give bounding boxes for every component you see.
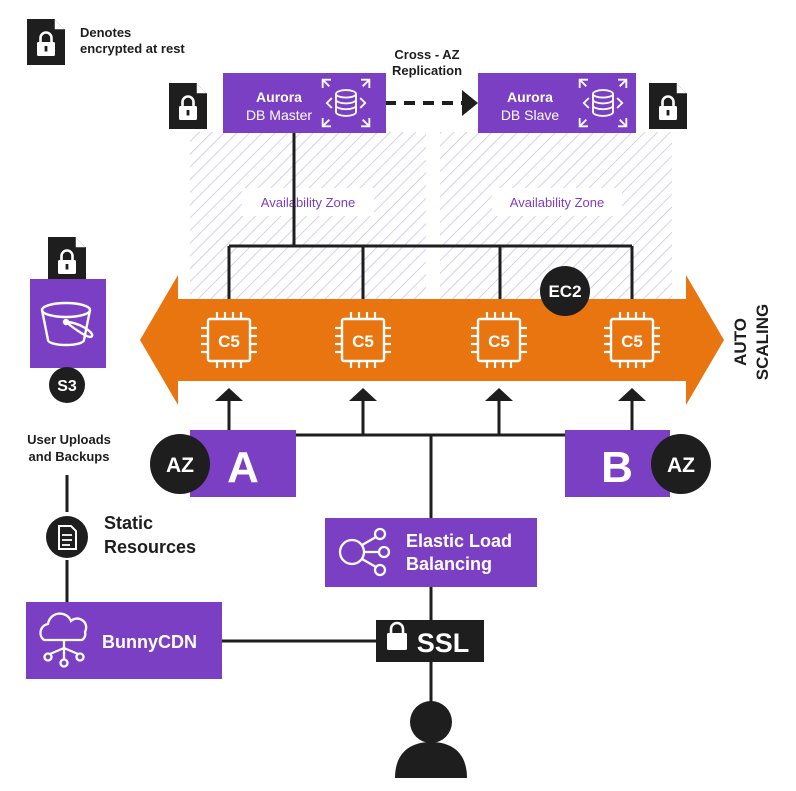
az-b-badge: AZ — [651, 434, 711, 494]
aurora-db-master[interactable]: Aurora DB Master — [223, 73, 386, 133]
db-slave-subtitle: DB Slave — [501, 107, 560, 123]
legend-text-line2: encrypted at rest — [80, 41, 185, 56]
az-a-letter: A — [227, 443, 259, 492]
bunnycdn-label: BunnyCDN — [102, 632, 197, 652]
svg-text:S3: S3 — [57, 378, 77, 395]
load-balancer-icon — [338, 527, 391, 577]
chip-label: C5 — [621, 332, 643, 351]
user-icon — [395, 701, 467, 778]
az-b-letter: B — [601, 443, 633, 492]
chip-label: C5 — [218, 332, 240, 351]
bunnycdn[interactable]: BunnyCDN — [26, 602, 222, 679]
availability-zone-a[interactable]: A — [190, 430, 296, 497]
elb-label-line2: Balancing — [406, 554, 492, 574]
svg-text:AZ: AZ — [667, 454, 695, 477]
s3-badge: S3 — [49, 367, 85, 403]
ec2-chip-2[interactable]: C5 — [335, 312, 391, 368]
availability-zone-right-label: Availability Zone — [510, 195, 604, 210]
static-resources-label-line2: Resources — [104, 537, 196, 557]
legend-lock-file-icon — [26, 18, 66, 66]
s3-encryption-icon — [47, 236, 87, 284]
s3-bucket[interactable] — [30, 279, 106, 368]
replication-label-line1: Cross - AZ — [394, 47, 459, 62]
ssl-badge: SSL — [376, 620, 484, 662]
db-master-encryption-icon — [168, 82, 208, 130]
ssl-label: SSL — [417, 628, 470, 658]
cloud-network-icon — [39, 612, 88, 668]
aurora-db-slave[interactable]: Aurora DB Slave — [478, 73, 636, 133]
bucket-icon — [40, 301, 94, 347]
elastic-load-balancing[interactable]: Elastic Load Balancing — [325, 518, 537, 587]
document-icon — [58, 525, 77, 550]
replication-arrowhead — [462, 90, 478, 116]
ec2-chip-1[interactable]: C5 — [201, 312, 257, 368]
chip-label: C5 — [488, 332, 510, 351]
db-master-title: Aurora — [256, 89, 302, 105]
autoscaling-label-line2: SCALING — [753, 304, 772, 381]
elb-label-line1: Elastic Load — [406, 531, 512, 551]
ec2-chip-3[interactable]: C5 — [471, 312, 527, 368]
static-resources-label-line1: Static — [104, 513, 153, 533]
replication-label-line2: Replication — [392, 63, 462, 78]
svg-text:EC2: EC2 — [548, 282, 581, 301]
autoscaling-label-line1: AUTO — [731, 318, 750, 366]
ec2-badge: EC2 — [540, 266, 590, 316]
ec2-chip-4[interactable]: C5 — [604, 312, 660, 368]
db-slave-title: Aurora — [507, 89, 553, 105]
az-a-badge: AZ — [150, 434, 210, 494]
chip-label: C5 — [352, 332, 374, 351]
legend-text-line1: Denotes — [80, 25, 131, 40]
s3-caption-line2: and Backups — [29, 449, 110, 464]
static-resources-node — [46, 516, 88, 558]
db-slave-encryption-icon — [648, 82, 688, 130]
svg-text:AZ: AZ — [166, 454, 194, 477]
db-master-subtitle: DB Master — [246, 107, 312, 123]
padlock-icon — [387, 621, 407, 650]
s3-caption-line1: User Uploads — [27, 432, 111, 447]
upward-arrowheads — [215, 388, 646, 401]
availability-zone-left-label: Availability Zone — [261, 195, 355, 210]
